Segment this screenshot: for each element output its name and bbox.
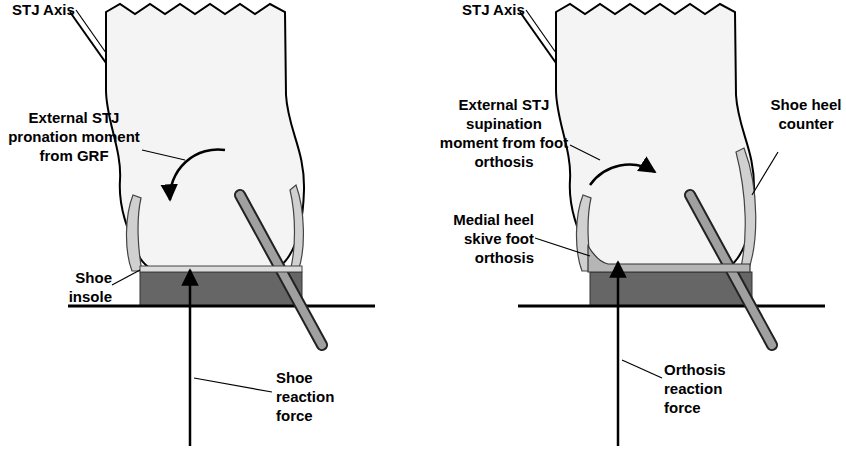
- leader-line: [622, 360, 662, 378]
- callout-label: Shoe insole: [50, 268, 112, 306]
- heel-counter: [290, 185, 303, 271]
- callout-label: Medial heel skive foot orthosis: [428, 210, 534, 267]
- supination-arrow: [590, 165, 655, 185]
- callout-label: STJ Axis: [462, 0, 552, 19]
- foot-figure: [68, 4, 375, 345]
- reaction-force-arrow: [617, 262, 620, 446]
- skive-orthosis: [588, 246, 750, 272]
- reaction-force-arrow: [189, 270, 192, 446]
- callout-label: Shoe heel counter: [770, 95, 842, 133]
- callout-label: Orthosis reaction force: [664, 360, 748, 417]
- callout-label: STJ Axis: [12, 0, 102, 19]
- leader-line: [112, 270, 140, 285]
- shoe-insole: [140, 266, 302, 272]
- left-panel: [68, 4, 375, 446]
- leader-line: [570, 145, 600, 160]
- leader-line: [142, 150, 185, 160]
- foot-figure: [518, 4, 825, 345]
- leader-line: [535, 238, 590, 256]
- callout-label: External STJ supination moment from foot…: [438, 95, 570, 171]
- pronation-arrow: [170, 149, 225, 200]
- leader-line: [194, 378, 272, 392]
- callout-label: Shoe reaction force: [276, 368, 356, 425]
- right-panel: [518, 4, 825, 446]
- callout-label: External STJ pronation moment from GRF: [4, 108, 144, 165]
- heel-counter: [736, 148, 756, 271]
- leader-line: [752, 152, 778, 195]
